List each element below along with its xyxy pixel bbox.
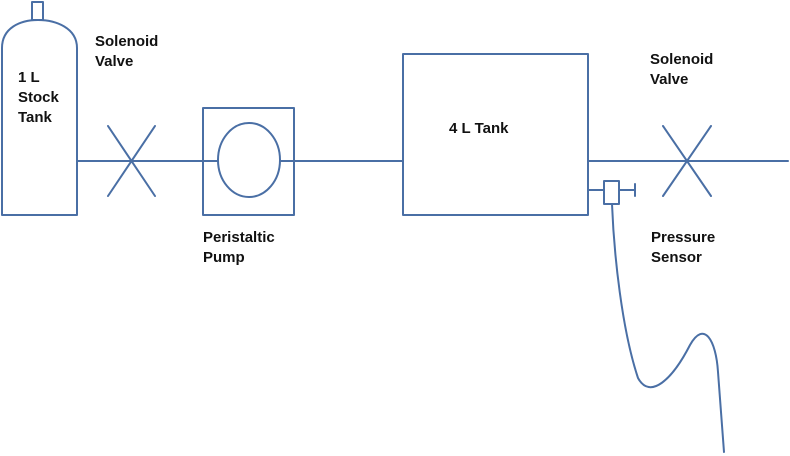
pressure-sensor-cable bbox=[611, 203, 725, 453]
pressure-sensor-fitting bbox=[587, 180, 636, 205]
solenoid-valve-left-symbol bbox=[107, 125, 156, 197]
solenoid-valve-right-label: Solenoid Valve bbox=[650, 51, 714, 88]
pressure-sensor-label: Pressure Sensor bbox=[651, 229, 716, 266]
stock-tank-body bbox=[1, 19, 78, 216]
solenoid-valve-left-label: Solenoid Valve bbox=[95, 33, 159, 70]
stock-tank-label: 1 L Stock Tank bbox=[18, 69, 59, 126]
main-tank-body bbox=[402, 53, 589, 216]
stock-tank-nozzle bbox=[31, 1, 44, 21]
main-tank-label: 4 L Tank bbox=[449, 120, 509, 137]
solenoid-valve-right-symbol bbox=[662, 125, 712, 197]
peristaltic-pump-label: Peristaltic Pump bbox=[203, 229, 275, 266]
